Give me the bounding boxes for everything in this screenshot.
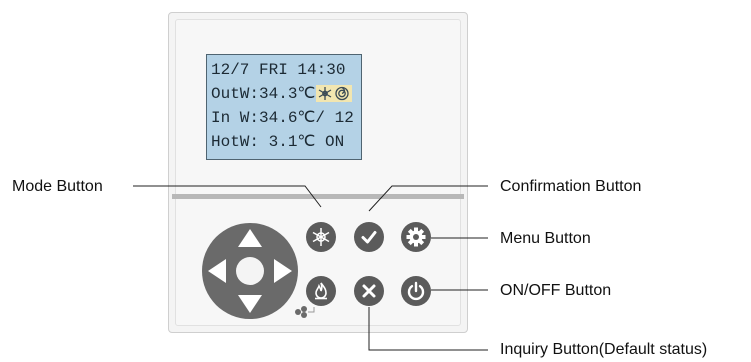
swirl-icon [335,87,350,101]
direction-pad [202,223,298,319]
down-arrow-button[interactable] [238,295,262,313]
up-arrow-button[interactable] [238,229,262,247]
mode-button-label: Mode Button [12,178,103,195]
mode-icon [312,228,330,246]
menu-button-label: Menu Button [500,230,591,247]
lcd-inlet-water-line: In W:34.6℃/ 12 [211,109,354,127]
hot-water-button[interactable] [306,276,336,306]
on-off-button-label: ON/OFF Button [500,282,612,299]
inquiry-button-label: Inquiry Button(Default status) [500,341,708,358]
on-off-button[interactable] [401,276,431,306]
right-arrow-button[interactable] [274,259,292,283]
inquiry-callout-line [368,307,488,351]
lcd-mode-icons [316,85,353,103]
close-icon [362,284,376,298]
flame-icon [315,282,327,300]
lcd-hot-water-line: HotW: 3.1℃ ON [211,133,345,151]
fan-indicator-icon [295,306,315,318]
checkmark-icon [361,231,377,244]
left-arrow-button[interactable] [208,259,226,283]
snowflake-icon [319,87,332,101]
confirmation-button[interactable] [354,222,384,252]
lcd-date-line: 12/7 FRI 14:30 [211,61,346,79]
menu-button[interactable] [401,222,431,252]
mode-callout-line [133,185,322,208]
gear-icon [406,227,426,247]
lcd-outlet-water-text: OutW:34.3℃ [211,85,316,103]
inquiry-button[interactable] [354,276,384,306]
separator-bar [172,194,464,199]
confirmation-callout-line [368,185,488,212]
mode-button[interactable] [306,222,336,252]
power-icon [407,281,425,301]
confirmation-button-label: Confirmation Button [500,178,642,195]
lcd-outlet-water-line: OutW:34.3℃ [211,82,357,106]
lcd-display: 12/7 FRI 14:30 OutW:34.3℃ In W:34.6℃/ 12… [206,54,362,160]
